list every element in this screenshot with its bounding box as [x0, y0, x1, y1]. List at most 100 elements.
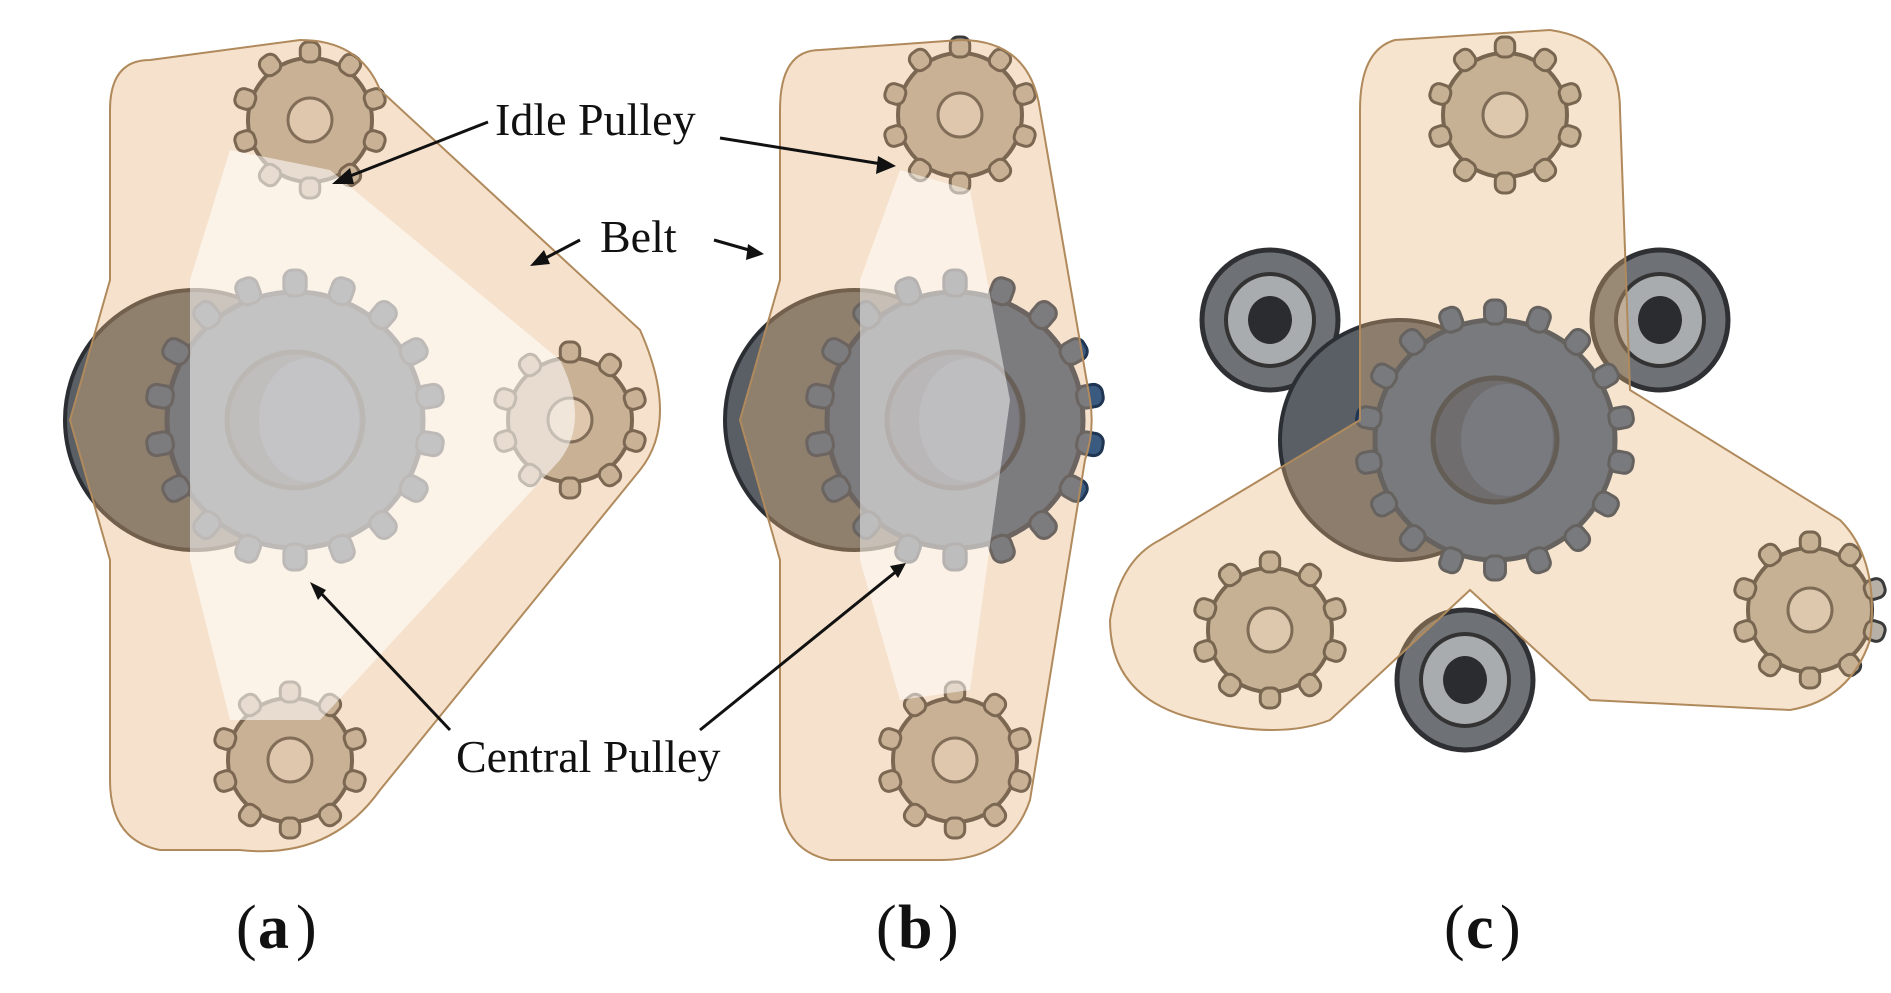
belt-a-inner — [190, 150, 575, 720]
gear-tooth — [1007, 727, 1032, 751]
gear-tooth — [1532, 47, 1558, 73]
caption-b-letter: b — [898, 894, 932, 962]
caption-a-letter: a — [258, 894, 289, 962]
gear-tooth — [1493, 35, 1517, 59]
gear-tooth — [1355, 405, 1383, 431]
label-central-pulley: Central Pulley — [456, 731, 720, 782]
gear-tooth — [1258, 686, 1282, 710]
gear-tooth — [987, 276, 1016, 307]
gear-tooth — [317, 802, 343, 828]
gear-tooth — [1322, 639, 1347, 663]
gear-tooth — [233, 87, 258, 111]
gear-tooth — [1438, 305, 1465, 334]
gear-tooth — [1557, 124, 1582, 148]
gear-tooth — [878, 769, 903, 793]
gear-tooth — [821, 474, 852, 503]
caption-b: ( b ) — [876, 894, 959, 962]
arrow-idle-pulley-b — [719, 136, 889, 167]
gear-tooth — [362, 129, 387, 153]
gear-tooth — [161, 474, 192, 503]
arrowhead-idle-pulley-b — [876, 156, 896, 174]
idle-pulley-right-c — [1733, 530, 1887, 690]
arrowhead-central-pulley-b — [890, 563, 906, 578]
gear-tooth — [1798, 666, 1822, 690]
gear-tooth — [597, 352, 623, 378]
gear-tooth — [1012, 82, 1037, 106]
gear-tooth — [1483, 298, 1507, 326]
gear-tooth — [902, 802, 928, 828]
gear-tooth — [1837, 542, 1863, 568]
gear-tooth — [237, 802, 263, 828]
gear-tooth — [1428, 82, 1453, 106]
panel-c — [1108, 28, 1887, 753]
gear-tooth — [1483, 554, 1507, 582]
svg-text:): ) — [938, 894, 959, 962]
gear-tooth — [1591, 490, 1620, 518]
gear-tooth — [145, 430, 175, 458]
arrowhead-central-pulley-a — [310, 582, 326, 600]
gear-tooth — [597, 462, 623, 488]
gear-tooth — [1370, 490, 1399, 518]
gear-tooth — [298, 40, 322, 64]
gear-tooth — [1557, 82, 1582, 106]
gear-tooth — [1563, 327, 1592, 356]
gear-tooth — [257, 52, 283, 78]
gear-tooth — [883, 124, 908, 148]
gear-tooth — [1607, 405, 1635, 431]
arrowhead-idle-pulley-a — [332, 168, 354, 184]
idle-pulley-left-c — [1193, 550, 1347, 710]
gear-tooth — [1297, 562, 1323, 588]
gear-tooth — [1370, 362, 1399, 390]
gear-tooth — [805, 430, 835, 458]
gear-tooth — [1862, 619, 1887, 643]
gear-tooth — [1757, 652, 1783, 678]
gear-tooth — [362, 87, 387, 111]
gear-tooth — [1452, 157, 1478, 183]
arrowhead-belt-b — [746, 244, 764, 260]
gear-tooth — [1258, 550, 1282, 574]
gear-tooth — [1438, 546, 1465, 575]
gear-tooth — [878, 727, 903, 751]
gear-tooth — [1525, 305, 1552, 334]
label-belt: Belt — [600, 211, 677, 262]
gear-tooth — [987, 157, 1013, 183]
idle-pulley-top-c — [1428, 35, 1582, 195]
gear-tooth — [1428, 124, 1453, 148]
svg-text:): ) — [1500, 894, 1521, 962]
gear-tooth — [1757, 542, 1783, 568]
gear-tooth — [1217, 672, 1243, 698]
gear-tooth — [558, 476, 582, 500]
arrow-central-pulley-b — [699, 568, 899, 732]
gear-tooth — [943, 816, 967, 840]
gear-tooth — [948, 35, 972, 59]
gear-tooth — [982, 802, 1008, 828]
gear-tooth — [1028, 509, 1058, 540]
gear-tooth — [233, 129, 258, 153]
gear-tooth — [342, 727, 367, 751]
svg-text:): ) — [296, 894, 317, 962]
gear-tooth — [213, 769, 238, 793]
gear-tooth — [145, 382, 175, 410]
gear-tooth — [161, 337, 192, 366]
svg-text:(: ( — [1444, 894, 1465, 962]
gear-tooth — [1532, 157, 1558, 183]
gear-tooth — [1193, 597, 1218, 621]
gear-tooth — [1607, 449, 1635, 475]
gear-tooth — [1563, 524, 1592, 553]
gear-tooth — [821, 337, 852, 366]
gear-tooth — [1193, 639, 1218, 663]
gear-tooth — [987, 533, 1016, 564]
gear-tooth — [342, 769, 367, 793]
gear-tooth — [213, 727, 238, 751]
caption-c: ( c ) — [1444, 894, 1521, 962]
caption-c-letter: c — [1466, 894, 1494, 962]
gear-tooth — [982, 692, 1008, 718]
gear-tooth — [907, 47, 933, 73]
arrow-idle-pulley-a — [339, 120, 489, 182]
gear-tooth — [1007, 769, 1032, 793]
gear-tooth — [1322, 597, 1347, 621]
annotations — [310, 120, 906, 732]
gear-tooth — [1798, 530, 1822, 554]
svg-text:(: ( — [236, 894, 257, 962]
gear-tooth — [1733, 577, 1758, 601]
